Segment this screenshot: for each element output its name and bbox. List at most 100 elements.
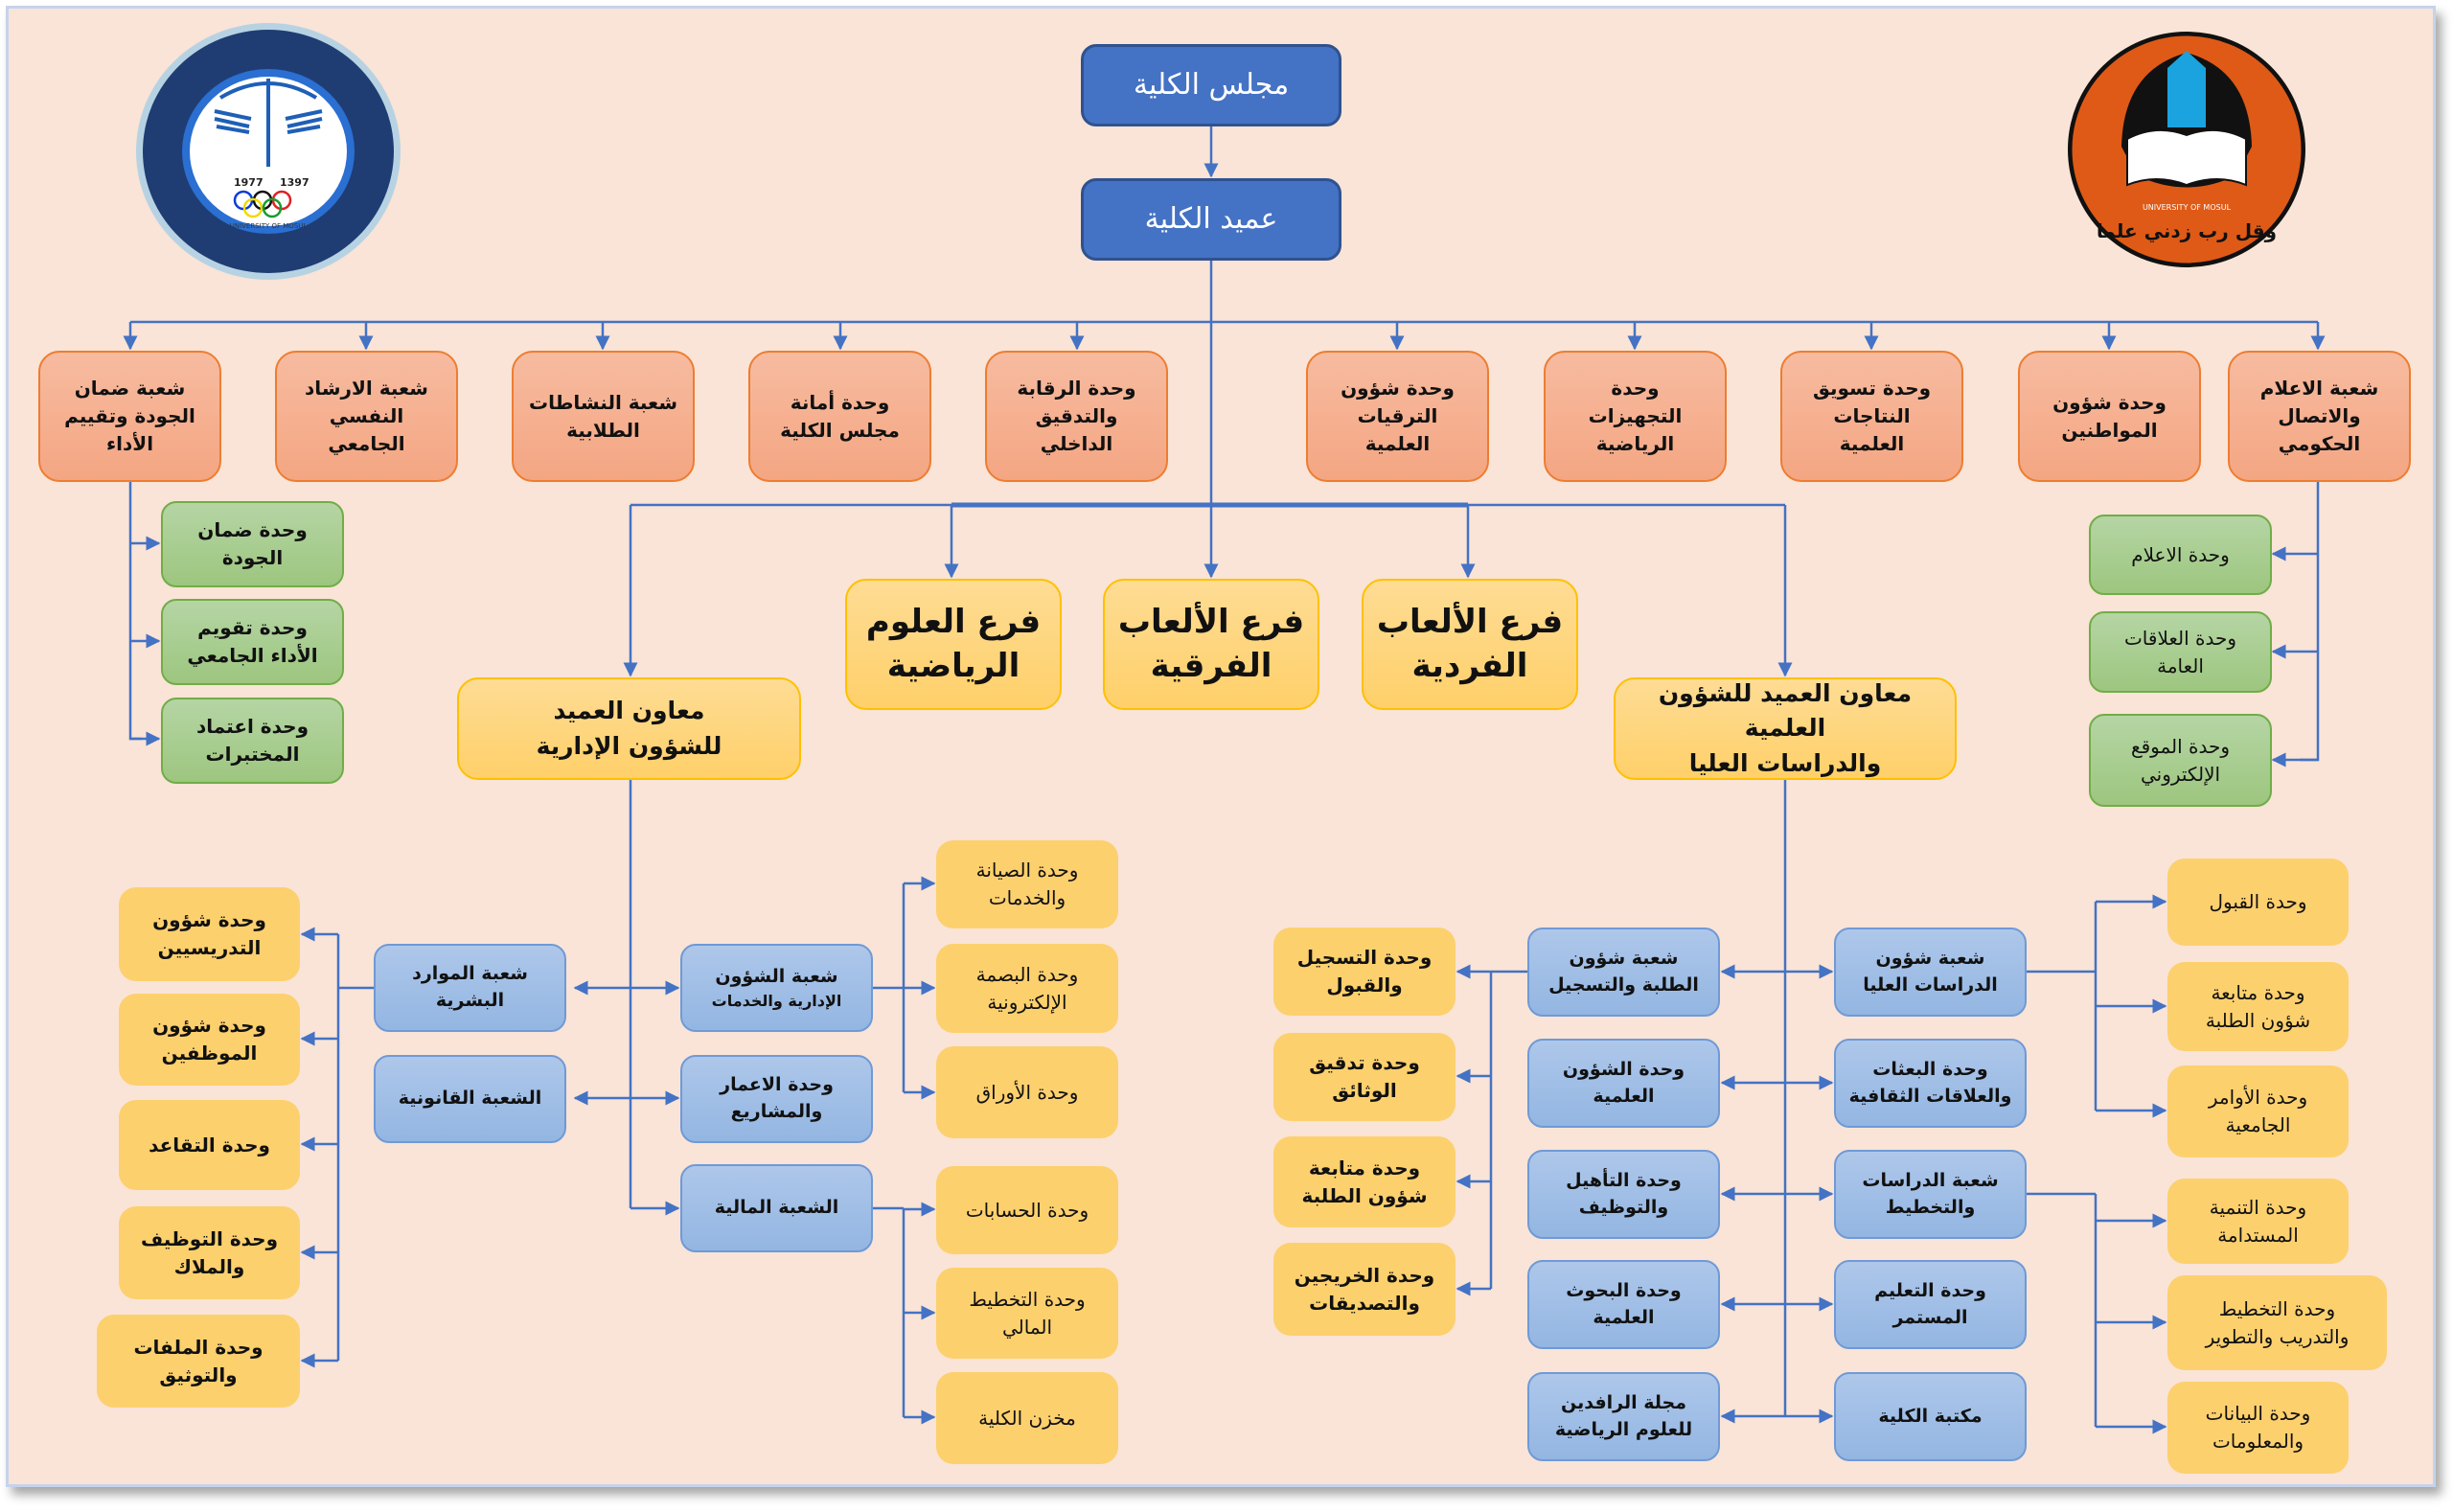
unit-label: الجودة وتقييم [64,404,195,427]
vice-dean-admin[interactable]: معاون العميد للشؤون الإدارية [457,677,801,780]
dean-box[interactable]: عميد الكلية [1081,178,1341,261]
unit-label: وحدة الأوراق [975,1080,1079,1104]
division-label: الإدارية والخدمات [711,992,842,1011]
unit-label: وحدة الرقابة [1017,377,1136,400]
hr-unit[interactable]: وحدة التقاعد [119,1100,300,1190]
college-logo: 1977 1397 UNIVERSITY OF MOSUL [136,23,401,280]
unit-label: التدريسيين [157,936,262,959]
dean-label: عميد الكلية [1144,202,1278,237]
vice-dean-label: معاون العميد [553,697,705,725]
unit-label: مجلس الكلية [780,418,900,442]
finance-unit[interactable]: وحدة الحسابات [936,1166,1118,1254]
unit-label: وحدة تقويم [197,616,308,639]
admin-division-finance[interactable]: الشعبة المالية [680,1164,873,1252]
unit-label: الأداء [105,432,154,455]
dean-unit-council-secretariat[interactable]: وحدة أمانة مجلس الكلية [748,351,931,482]
unit-label: والقبول [1326,974,1403,997]
division-label: للعلوم الرياضية [1554,1418,1693,1440]
unit-label: الأداء الجامعي [187,644,318,667]
division-label: مكتبة الكلية [1878,1405,1983,1427]
unit-label: وحدة متابعة [2211,980,2305,1004]
services-unit[interactable]: وحدة الأوراق [936,1046,1118,1138]
unit-label: وحدة شؤون [2052,390,2166,414]
unit-label: الترقيات [1357,404,1438,427]
hr-unit[interactable]: وحدة شؤون التدريسيين [119,887,300,981]
unit-label: الإلكتروني [2140,762,2221,786]
vice-dean-label: للشؤون الإدارية [536,731,722,760]
unit-label: وحدة أمانة [790,390,890,414]
unit-label: الجودة [221,546,284,569]
media-subunit[interactable]: وحدة الاعلام [2089,515,2272,595]
unit-label: النتاجات [1833,404,1911,427]
university-logo-english: UNIVERSITY OF MOSUL [2143,203,2232,212]
finance-unit[interactable]: مخزن الكلية [936,1372,1118,1464]
unit-label: وحدة شؤون [152,908,266,931]
unit-label: والمعلومات [2212,1430,2304,1453]
unit-label: النفسي [329,404,404,427]
unit-label: المستدامة [2217,1223,2299,1247]
unit-label: شعبة الارشاد [305,377,428,400]
admin-division-legal[interactable]: الشعبة القانونية [374,1055,566,1143]
division-label: شعبة الشؤون [715,965,838,987]
division-label: شعبة شؤون [1569,947,1679,969]
unit-label: شؤون الطلبة [2205,1008,2311,1032]
branch-label: الفرقية [1150,646,1272,685]
unit-label: وحدة الخريجين [1294,1263,1435,1287]
unit-label: الموظفين [161,1042,258,1065]
students-unit[interactable]: وحدة الخريجين والتصديقات [1273,1243,1456,1336]
college-council-box[interactable]: مجلس الكلية [1081,44,1341,126]
unit-label: وحدة التوظيف [140,1226,279,1250]
unit-label: والتصديقات [1309,1291,1420,1315]
division-label: وحدة البعثات [1872,1058,1988,1080]
unit-label: الداخلي [1040,432,1113,455]
graduate-unit[interactable]: وحدة متابعة شؤون الطلبة [2167,962,2349,1051]
science-division-library[interactable]: مكتبة الكلية [1834,1372,2027,1461]
division-label: شعبة شؤون [1875,947,1985,969]
quality-subunit[interactable]: وحدة تقويم الأداء الجامعي [161,599,344,685]
admin-division-admin-services[interactable]: شعبة الشؤون الإدارية والخدمات [680,944,873,1032]
graduate-unit[interactable]: وحدة القبول [2167,859,2349,946]
division-label: العلمية [1593,1306,1655,1328]
